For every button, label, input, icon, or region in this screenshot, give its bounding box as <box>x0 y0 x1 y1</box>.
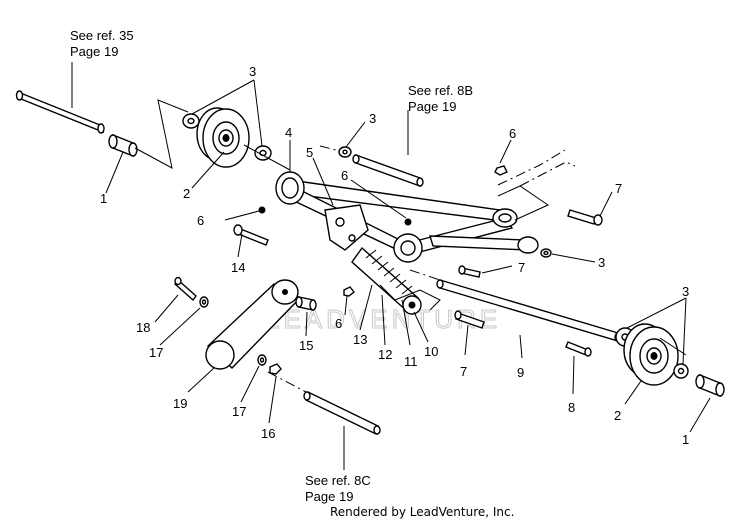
center-line-c <box>519 161 576 187</box>
callout-6: 6 <box>509 126 516 141</box>
callout-19: 19 <box>173 396 187 411</box>
explode-line-c <box>497 185 550 221</box>
spacer-15 <box>295 296 317 311</box>
lower-shaft-8c <box>303 390 381 436</box>
center-line-a <box>319 145 341 152</box>
upper-left-axle <box>15 90 105 134</box>
callout-1: 1 <box>100 191 107 206</box>
washer-3f <box>540 248 552 258</box>
spacer-tube-1b <box>695 373 725 398</box>
ref-35-line1: See ref. 35 <box>70 28 134 43</box>
callout-18: 18 <box>136 320 150 335</box>
callout-11: 11 <box>404 354 418 369</box>
washer-17a <box>199 296 209 308</box>
shock-spring <box>351 246 422 315</box>
callout-10: 10 <box>424 344 438 359</box>
center-line-e <box>267 371 307 393</box>
callout-3: 3 <box>249 64 256 79</box>
callout-5: 5 <box>306 145 313 160</box>
callout-3: 3 <box>598 255 605 270</box>
callout-8: 8 <box>568 400 575 415</box>
a-arm-frame <box>275 171 539 263</box>
callout-16: 16 <box>261 426 275 441</box>
callout-6: 6 <box>341 168 348 183</box>
washer-17b <box>257 354 267 366</box>
nut-6b <box>404 218 412 226</box>
callout-17: 17 <box>149 345 163 360</box>
explode-line-a <box>134 99 189 169</box>
nut-6c <box>494 165 508 176</box>
bolt-18 <box>174 276 197 302</box>
callout-6: 6 <box>335 316 342 331</box>
ref-8b-line2: Page 19 <box>408 99 456 114</box>
idler-wheel-2a <box>196 107 250 168</box>
callout-15: 15 <box>299 338 313 353</box>
ref-8b-line1: See ref. 8B <box>408 83 473 98</box>
callout-4: 4 <box>285 125 292 140</box>
nut-6d <box>343 286 355 297</box>
callout-2: 2 <box>183 186 190 201</box>
callout-17: 17 <box>232 404 246 419</box>
washer-3e <box>673 363 689 379</box>
callout-14: 14 <box>231 260 245 275</box>
callout-9: 9 <box>517 365 524 380</box>
callout-7: 7 <box>615 181 622 196</box>
leader-lines <box>71 62 711 470</box>
ref-8c-note: See ref. 8C Page 19 <box>305 473 371 504</box>
bolt-7b <box>458 265 481 278</box>
bolt-7a <box>567 209 603 226</box>
callout-3: 3 <box>682 284 689 299</box>
bolt-14 <box>233 224 269 246</box>
callout-7: 7 <box>460 364 467 379</box>
callout-3: 3 <box>369 111 376 126</box>
callout-13: 13 <box>353 332 367 347</box>
bolt-7c <box>454 310 485 329</box>
ref-8c-line1: See ref. 8C <box>305 473 371 488</box>
nut-16 <box>269 363 282 375</box>
pivot-bracket <box>324 204 369 251</box>
callout-2: 2 <box>614 408 621 423</box>
footer-credit: Rendered by LeadVenture, Inc. <box>330 505 514 519</box>
ref-35-note: See ref. 35 Page 19 <box>70 28 134 59</box>
bolt-8 <box>565 341 592 357</box>
ref-8c-line2: Page 19 <box>305 489 353 504</box>
washer-3c <box>338 146 352 158</box>
explode-line-e <box>659 337 687 356</box>
center-line-b <box>497 149 566 186</box>
explode-line-d <box>379 284 441 311</box>
callout-1: 1 <box>682 432 689 447</box>
ref-35-line2: Page 19 <box>70 44 118 59</box>
ref-8b-note: See ref. 8B Page 19 <box>408 83 473 114</box>
washer-3a <box>182 113 200 129</box>
idler-wheel-2b <box>623 323 679 386</box>
upper-right-shaft <box>352 154 424 187</box>
nut-6a <box>258 206 266 214</box>
callout-7: 7 <box>518 260 525 275</box>
link-arm-19 <box>205 279 302 370</box>
explode-line-b <box>243 144 291 171</box>
callouts: 1 1 2 2 3 3 3 3 4 5 6 6 6 6 7 7 7 8 9 10… <box>100 64 689 447</box>
callout-12: 12 <box>378 347 392 362</box>
callout-6: 6 <box>197 213 204 228</box>
center-line-d <box>409 269 441 281</box>
